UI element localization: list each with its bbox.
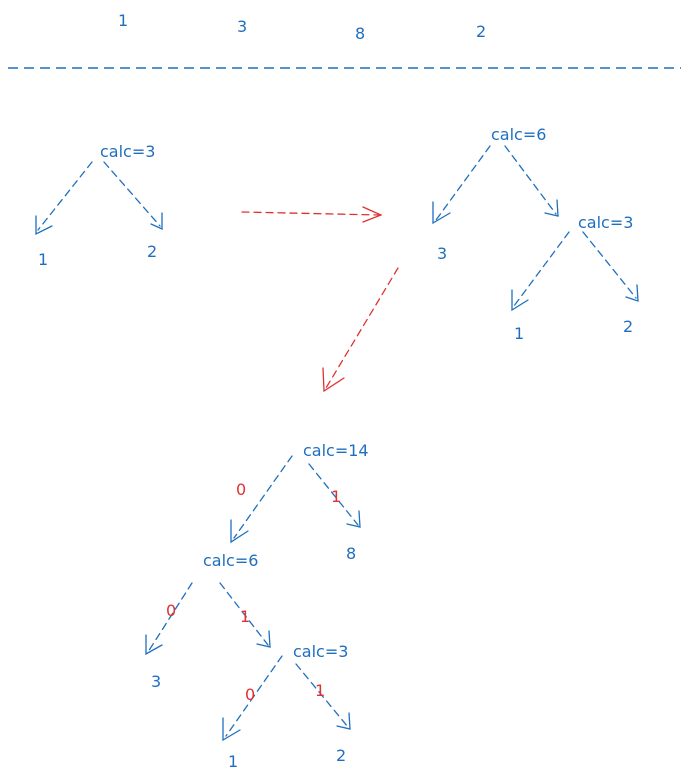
node-calc-label: calc=3 bbox=[100, 142, 155, 161]
edge-bit-label: 0 bbox=[166, 601, 176, 620]
node-calc-label: calc=14 bbox=[303, 441, 369, 460]
edge-right bbox=[219, 582, 269, 646]
input-values-row: 1 3 8 2 bbox=[118, 11, 486, 43]
edge-right bbox=[308, 463, 359, 526]
arrowhead-icon bbox=[222, 717, 241, 742]
arrowhead-icon bbox=[544, 199, 559, 217]
node-calc-label: calc=3 bbox=[578, 213, 633, 232]
leaf-label: 1 bbox=[228, 752, 238, 771]
leaf-label: 3 bbox=[151, 672, 161, 691]
input-value-2: 3 bbox=[237, 17, 247, 36]
arrowhead-icon bbox=[336, 712, 351, 730]
arrowhead-icon bbox=[625, 284, 639, 302]
transition-arrow-down bbox=[322, 267, 399, 393]
edge-left bbox=[233, 455, 293, 539]
red-edge bbox=[241, 211, 381, 216]
arrowhead-icon bbox=[145, 634, 163, 656]
node-calc-label: calc=3 bbox=[293, 642, 348, 661]
edge-left bbox=[435, 145, 491, 221]
arrowhead-icon bbox=[432, 201, 451, 225]
leaf-label: 2 bbox=[147, 242, 157, 261]
leaf-label: 2 bbox=[336, 746, 346, 765]
tree-step-1: calc=3 1 2 bbox=[35, 142, 163, 269]
transition-arrow-right bbox=[241, 206, 383, 223]
edge-left bbox=[37, 161, 93, 231]
edge-bit-label: 0 bbox=[245, 685, 255, 704]
edge-right bbox=[295, 663, 349, 728]
edge-bit-label: 1 bbox=[331, 487, 341, 506]
node-calc-label: calc=6 bbox=[491, 125, 546, 144]
leaf-label: 8 bbox=[346, 544, 356, 563]
red-edge bbox=[325, 267, 399, 389]
arrowhead-icon bbox=[346, 510, 361, 528]
leaf-label: 1 bbox=[38, 250, 48, 269]
node-calc-label: calc=6 bbox=[203, 551, 258, 570]
input-value-3: 8 bbox=[355, 24, 365, 43]
arrowhead-icon bbox=[511, 289, 529, 312]
edge-left bbox=[513, 231, 570, 307]
edge-left bbox=[225, 655, 283, 737]
edge-right bbox=[504, 145, 557, 215]
arrowhead-icon bbox=[322, 367, 345, 393]
edge-right bbox=[103, 161, 161, 227]
arrowhead-icon bbox=[35, 215, 53, 236]
input-value-1: 1 bbox=[118, 11, 128, 30]
arrowhead-icon bbox=[230, 519, 249, 544]
leaf-label: 1 bbox=[514, 324, 524, 343]
arrowhead-icon bbox=[150, 212, 163, 231]
edge-right bbox=[582, 231, 637, 299]
edge-bit-label: 1 bbox=[315, 681, 325, 700]
edge-bit-label: 0 bbox=[236, 480, 246, 499]
leaf-label: 3 bbox=[437, 244, 447, 263]
leaf-label: 2 bbox=[623, 317, 633, 336]
arrowhead-icon bbox=[362, 206, 383, 223]
tree-step-3: calc=14 0 1 8 calc=6 0 1 3 calc=3 0 1 1 … bbox=[145, 441, 369, 771]
edge-bit-label: 1 bbox=[240, 607, 250, 626]
input-value-4: 2 bbox=[476, 22, 486, 41]
tree-step-2: calc=6 3 calc=3 1 2 bbox=[432, 125, 639, 343]
edge-left bbox=[147, 582, 193, 653]
arrowhead-icon bbox=[256, 630, 271, 648]
